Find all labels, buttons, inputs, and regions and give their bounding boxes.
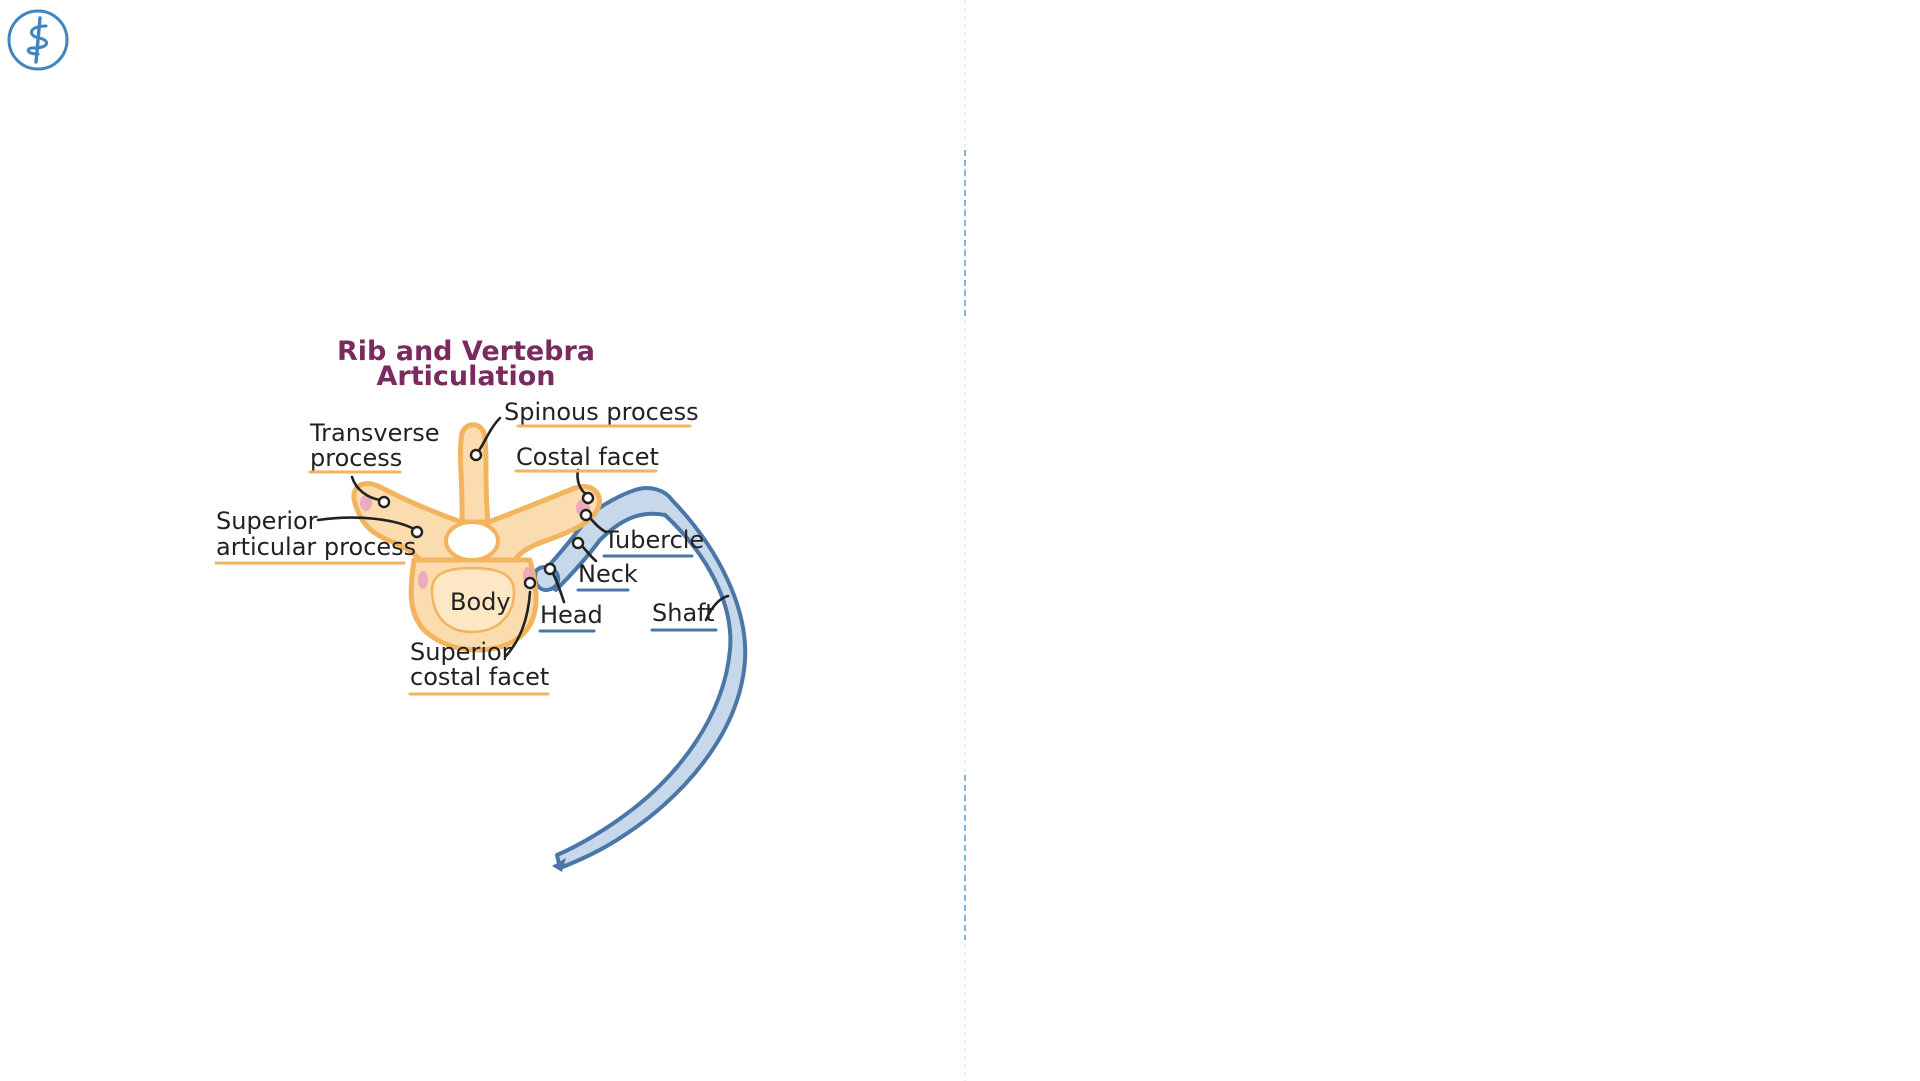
spinous-process-shape	[457, 422, 491, 525]
leader-lines	[316, 416, 730, 658]
neck-leader	[580, 544, 598, 563]
left-costal-facet-highlight	[418, 571, 428, 589]
costal-facet-leader	[576, 468, 588, 496]
label-tubercle: Tubercle	[603, 526, 704, 554]
label-head: Head	[540, 601, 603, 629]
diagram-title-line2: Articulation	[376, 361, 555, 392]
transverse-facet-highlight	[360, 495, 372, 511]
label-superior-costal-facet-line2: costal facet	[410, 663, 549, 691]
neck-marker	[571, 536, 585, 550]
rib-end-tip	[552, 858, 566, 872]
shaft-leader	[704, 594, 730, 622]
costal-facet-marker	[581, 491, 595, 505]
superior-costal-facet-marker	[523, 576, 537, 590]
label-superior-articular-process-line2: articular process	[216, 533, 416, 561]
label-shaft: Shaft	[652, 599, 715, 627]
tubercle-marker	[579, 508, 593, 522]
vertebra-arch	[351, 481, 602, 563]
diagram-title-line1: Rib and Vertebra	[337, 336, 595, 367]
superior-costal-facet-leader	[504, 590, 532, 658]
page-divider	[964, 0, 966, 1081]
label-body: Body	[450, 588, 511, 616]
vertebral-foramen	[444, 520, 500, 562]
tubercle-leader	[588, 516, 608, 534]
label-transverse-process-line2: process	[310, 444, 402, 472]
label-superior-costal-facet-line1: Superior	[410, 638, 512, 666]
label-neck: Neck	[578, 560, 638, 588]
vertebra	[351, 422, 602, 653]
labels: Spinous process Transverse process Costa…	[214, 398, 718, 696]
medical-logo-icon	[7, 9, 69, 71]
transverse-process-marker	[377, 495, 391, 509]
label-superior-articular-process-line1: Superior	[216, 507, 318, 535]
superior-articular-process-leader	[316, 516, 414, 530]
rib-shaft-shape	[536, 486, 748, 870]
head-marker	[543, 562, 557, 576]
superior-articular-process-marker	[410, 525, 424, 539]
label-transverse-process-line1: Transverse	[309, 419, 440, 447]
spinous-process-leader	[476, 416, 502, 454]
label-costal-facet: Costal facet	[516, 443, 659, 471]
vertebral-body-inner	[430, 566, 516, 634]
spinous-process-marker	[469, 448, 483, 462]
transverse-process-leader	[350, 475, 382, 502]
rib	[533, 486, 748, 872]
label-spinous-process: Spinous process	[504, 398, 699, 426]
